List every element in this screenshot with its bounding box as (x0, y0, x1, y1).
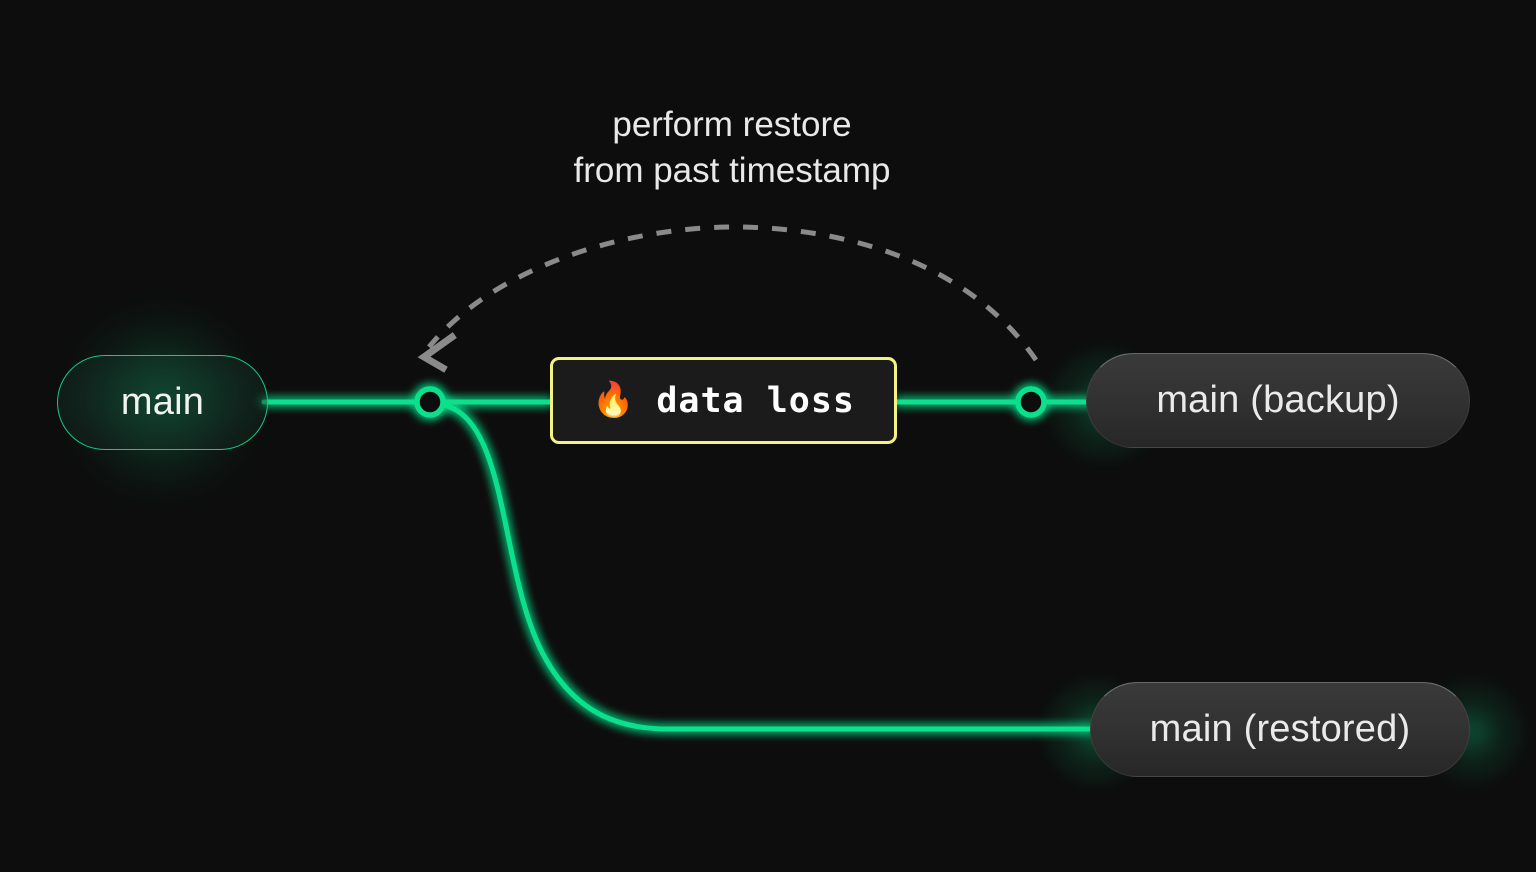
node-main-restored[interactable]: main (restored) (1090, 682, 1470, 777)
edge-restore-arrow (427, 224, 1039, 362)
node-data-loss[interactable]: 🔥 data loss (550, 357, 897, 444)
node-main-label: main (120, 381, 205, 423)
node-data-loss-label: data loss (656, 380, 855, 421)
node-main-backup-label: main (backup) (1156, 379, 1400, 421)
edge-branch-to-restored (435, 401, 1095, 732)
diagram-caption: perform restore from past timestamp (573, 105, 891, 190)
backup-point-node[interactable] (1015, 386, 1047, 418)
branch-point-node[interactable] (414, 386, 446, 418)
node-main[interactable]: main (57, 355, 268, 450)
node-main-backup[interactable]: main (backup) (1086, 353, 1470, 448)
fire-emoji-icon: 🔥 (592, 380, 635, 419)
restore-arrow-head-icon (417, 332, 457, 373)
node-main-restored-label: main (restored) (1149, 708, 1411, 750)
